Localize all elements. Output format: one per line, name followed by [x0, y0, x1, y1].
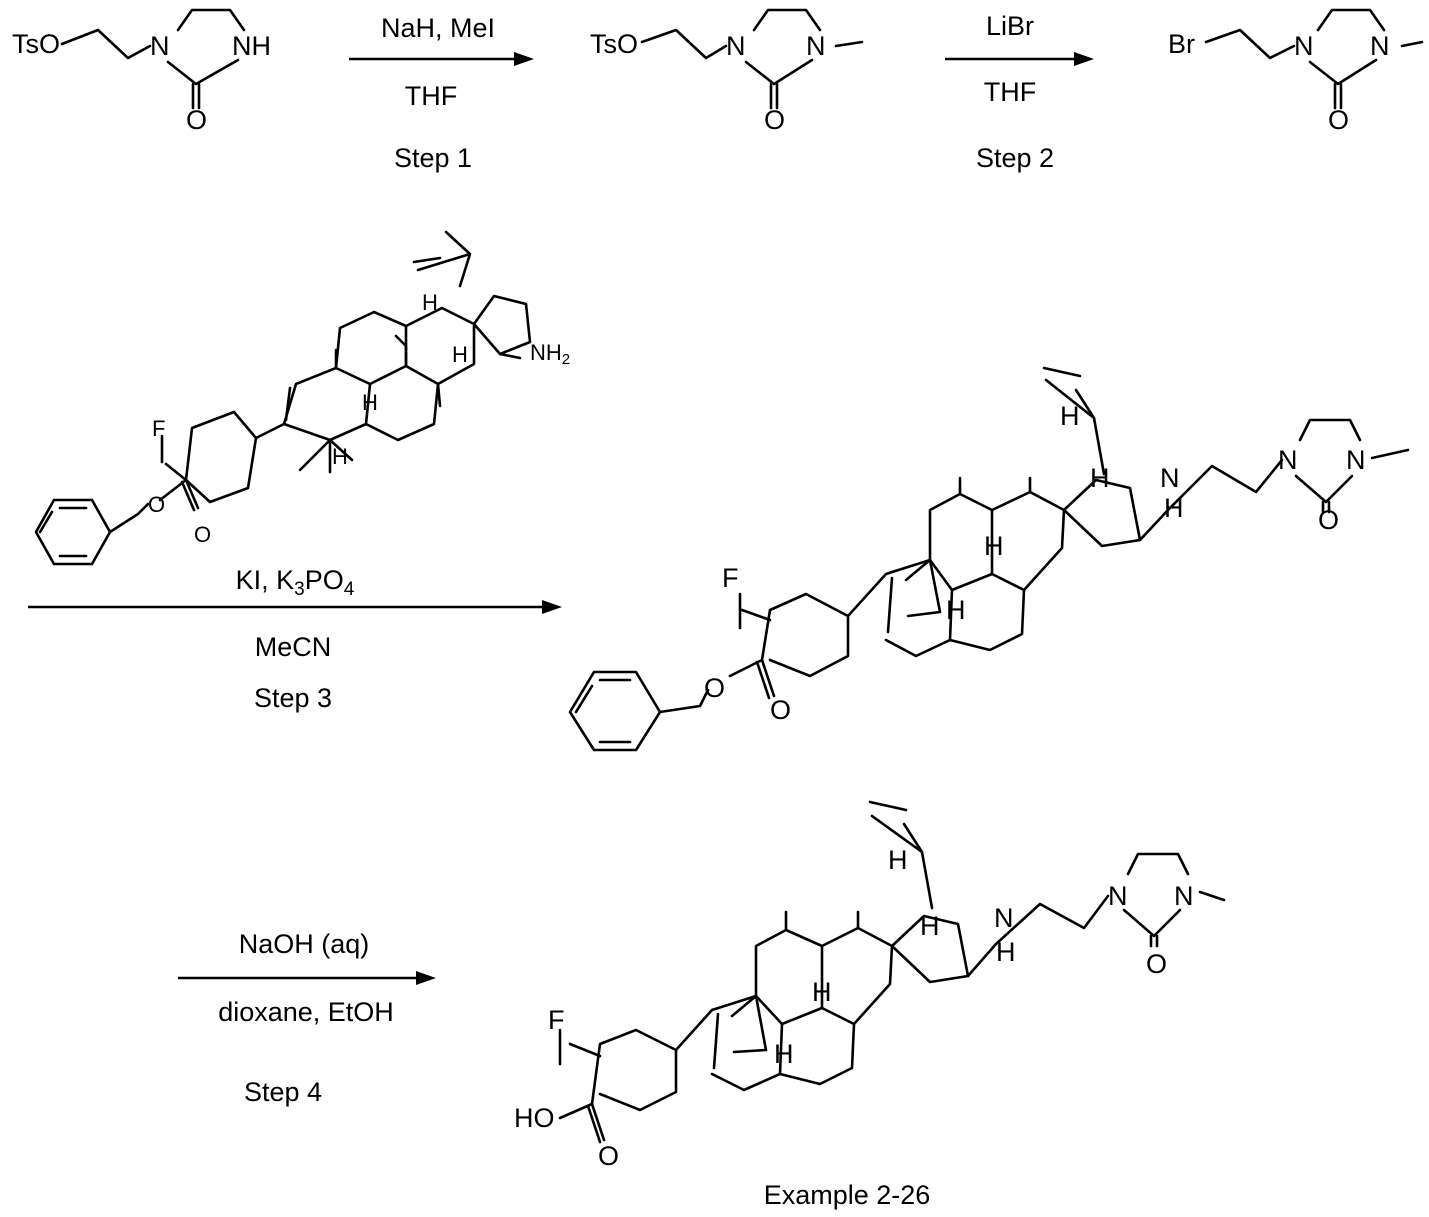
h-label-4: H: [774, 1039, 794, 1069]
f-label: F: [722, 563, 739, 593]
h-label-4: H: [332, 444, 348, 469]
br-label: Br: [1168, 29, 1195, 59]
nh-h-label: H: [1164, 493, 1184, 523]
n1-label: N: [1278, 445, 1298, 475]
step1-arrow: NaH, MeI THF Step 1: [349, 13, 534, 173]
ho-label: HO: [514, 1103, 555, 1133]
nh-label: NH: [232, 31, 271, 61]
ester-o-label: O: [704, 673, 725, 703]
nh-n-label: N: [1160, 463, 1180, 493]
carbonyl-o-label: O: [186, 105, 207, 135]
step2-label: Step 2: [976, 143, 1054, 173]
starting-material-structure: TsO N NH O: [12, 10, 271, 135]
n2-label: N: [1370, 31, 1390, 61]
nh-h-label: H: [996, 937, 1016, 967]
h-label-3: H: [812, 977, 832, 1007]
imid-o-label: O: [1318, 505, 1339, 535]
carbonyl-o-label: O: [598, 1141, 619, 1171]
step4-arrow: NaOH (aq) dioxane, EtOH Step 4: [178, 929, 436, 1107]
step3-label: Step 3: [254, 683, 332, 713]
intermediate2-structure: Br N N O: [1168, 10, 1422, 135]
h-label-3: H: [984, 531, 1004, 561]
step4-reagent: NaOH (aq): [239, 929, 370, 959]
n1-label: N: [1294, 31, 1314, 61]
n2-label: N: [1174, 881, 1194, 911]
f-label: F: [548, 1005, 565, 1035]
step3-arrow: KI, K3PO4 MeCN Step 3: [28, 565, 562, 713]
nh-n-label: N: [994, 903, 1014, 933]
h-label-4: H: [946, 595, 966, 625]
n1-label: N: [1108, 881, 1128, 911]
final-product-structure: F HO O N H N N O H H H H: [514, 802, 1224, 1171]
ester-intermediate-structure: F O O N H N N O H H H H: [570, 368, 1408, 750]
step3-reagent: KI, K3PO4: [236, 565, 355, 600]
h-label-2: H: [920, 911, 940, 941]
h-label-1: H: [888, 845, 908, 875]
carbonyl-o-label: O: [1328, 105, 1349, 135]
step1-solvent: THF: [405, 81, 457, 111]
n1-label: N: [726, 31, 746, 61]
step4-solvent: dioxane, EtOH: [218, 997, 394, 1027]
h-label-1: H: [422, 290, 438, 315]
n-label: N: [150, 31, 170, 61]
imid-o-label: O: [1146, 949, 1167, 979]
product-label: Example 2-26: [764, 1180, 931, 1210]
carbonyl-o-label: O: [764, 105, 785, 135]
step1-label: Step 1: [394, 143, 472, 173]
h-label-1: H: [1060, 401, 1080, 431]
h-label-2: H: [1090, 463, 1110, 493]
step4-label: Step 4: [244, 1077, 322, 1107]
h-label-3: H: [362, 390, 378, 415]
step3-solvent: MeCN: [255, 632, 332, 662]
step2-solvent: THF: [984, 77, 1036, 107]
tso-label: TsO: [12, 29, 60, 59]
f-label: F: [152, 416, 165, 441]
h-label-2: H: [452, 342, 468, 367]
step2-arrow: LiBr THF Step 2: [945, 11, 1094, 173]
n2-label: N: [1346, 445, 1366, 475]
n2-label: N: [806, 31, 826, 61]
amine-reagent-structure: F O O NH2 H H H H: [36, 232, 570, 564]
nh2-label: NH2: [530, 340, 570, 368]
tso-label: TsO: [590, 29, 638, 59]
intermediate1-structure: TsO N N O: [590, 10, 862, 135]
ester-o-label: O: [148, 492, 165, 517]
step2-reagent: LiBr: [986, 11, 1034, 41]
carbonyl-o-label: O: [194, 522, 211, 547]
carbonyl-o-label: O: [770, 695, 791, 725]
step1-reagent: NaH, MeI: [381, 13, 495, 43]
